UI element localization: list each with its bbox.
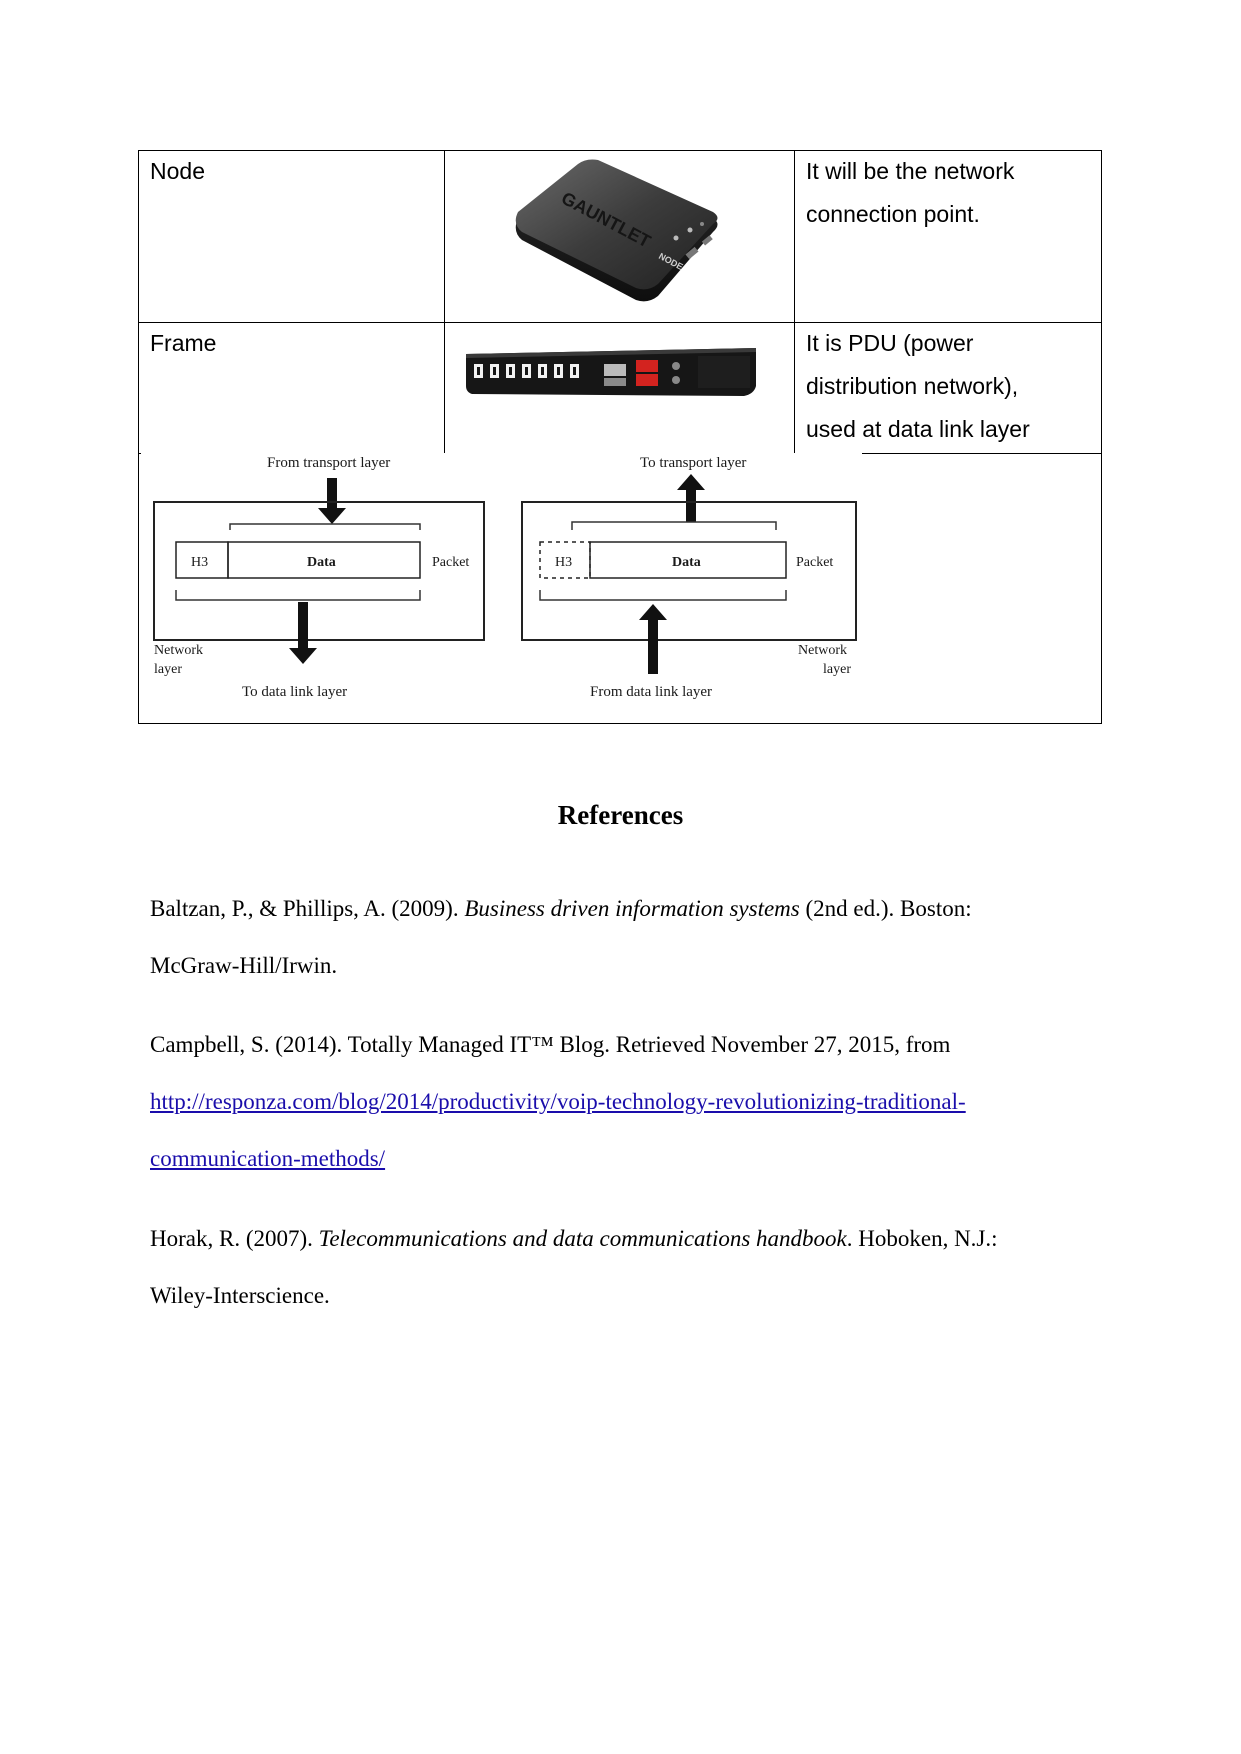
diagram-right-layer-line1: Network: [798, 643, 847, 658]
table-border-bottom: [138, 723, 1102, 724]
diagram-left-layer-line2: layer: [154, 662, 182, 677]
table-cell-description-line: connection point.: [806, 201, 980, 227]
diagram-label-to-data-link: To data link layer: [242, 684, 347, 700]
reference-text: Campbell, S. (2014). Totally Managed IT™…: [150, 1032, 951, 1057]
diagram-right-packet: Packet: [796, 555, 833, 570]
diagram-label-from-data-link: From data link layer: [590, 684, 712, 700]
reference-entry: Baltzan, P., & Phillips, A. (2009). Busi…: [150, 880, 1110, 994]
reference-text: McGraw-Hill/Irwin.: [150, 953, 338, 978]
table-cell-term-node: Node: [150, 158, 205, 184]
reference-text: Baltzan, P., & Phillips, A. (2009).: [150, 896, 465, 921]
diagram-left-data: Data: [307, 555, 336, 570]
table-cell-term-frame: Frame: [150, 330, 217, 356]
table-cell-description-line: used at data link layer: [806, 416, 1030, 442]
table-cell-description-line: It will be the network: [806, 158, 1015, 184]
reference-title: Telecommunications and data communicatio…: [318, 1226, 847, 1251]
diagram-right-data: Data: [672, 555, 701, 570]
table-cell-description-line: It is PDU (power: [806, 330, 974, 356]
table-column-divider-2: [794, 150, 795, 453]
diagram-left-layer-line1: Network: [154, 643, 203, 658]
arrow-up-icon: [677, 474, 705, 490]
table-border-left: [138, 150, 139, 724]
diagram-right-h3: H3: [555, 555, 572, 570]
reference-entry: Campbell, S. (2014). Totally Managed IT™…: [150, 1016, 1110, 1187]
reference-link[interactable]: http://responza.com/blog/2014/productivi…: [150, 1089, 966, 1114]
diagram-label-to-transport: To transport layer: [640, 455, 746, 471]
table-row-divider-right: [862, 453, 1102, 454]
reference-text: . Hoboken, N.J.:: [846, 1226, 998, 1251]
arrow-down-icon: [289, 648, 317, 664]
table-column-divider-1: [444, 150, 445, 453]
reference-text: (2nd ed.). Boston:: [799, 896, 972, 921]
node-device-image: GAUNTLET NODE: [515, 159, 718, 302]
arrow-down-icon: [318, 508, 346, 524]
arrow-up-icon: [639, 604, 667, 620]
references-heading: References: [557, 800, 684, 830]
pdu-device-image: [466, 348, 756, 396]
diagram-right-panel: To transport layer H3 Data Packet Networ…: [521, 455, 857, 700]
diagram-right-layer-line2: layer: [823, 662, 851, 677]
network-layer-diagram: From transport layer H3 Data Packet Netw…: [153, 455, 857, 700]
table-border-top: [138, 150, 1102, 151]
table-cell-description-line: distribution network),: [806, 373, 1019, 399]
reference-title: Business driven information systems: [464, 896, 800, 921]
table-row-divider: [138, 322, 1102, 323]
diagram-left-h3: H3: [191, 555, 208, 570]
reference-entry: Horak, R. (2007). Telecommunications and…: [150, 1210, 1110, 1324]
reference-text: Horak, R. (2007).: [150, 1226, 319, 1251]
components-table: Node It will be the network connection p…: [138, 150, 1102, 724]
table-row-divider-stub: [138, 453, 141, 454]
diagram-label-from-transport: From transport layer: [267, 455, 390, 471]
diagram-left-packet: Packet: [432, 555, 469, 570]
table-border-right: [1101, 150, 1102, 724]
reference-text: Wiley-Interscience.: [150, 1283, 330, 1308]
reference-link[interactable]: communication-methods/: [150, 1146, 386, 1171]
diagram-left-panel: From transport layer H3 Data Packet Netw…: [153, 455, 485, 700]
